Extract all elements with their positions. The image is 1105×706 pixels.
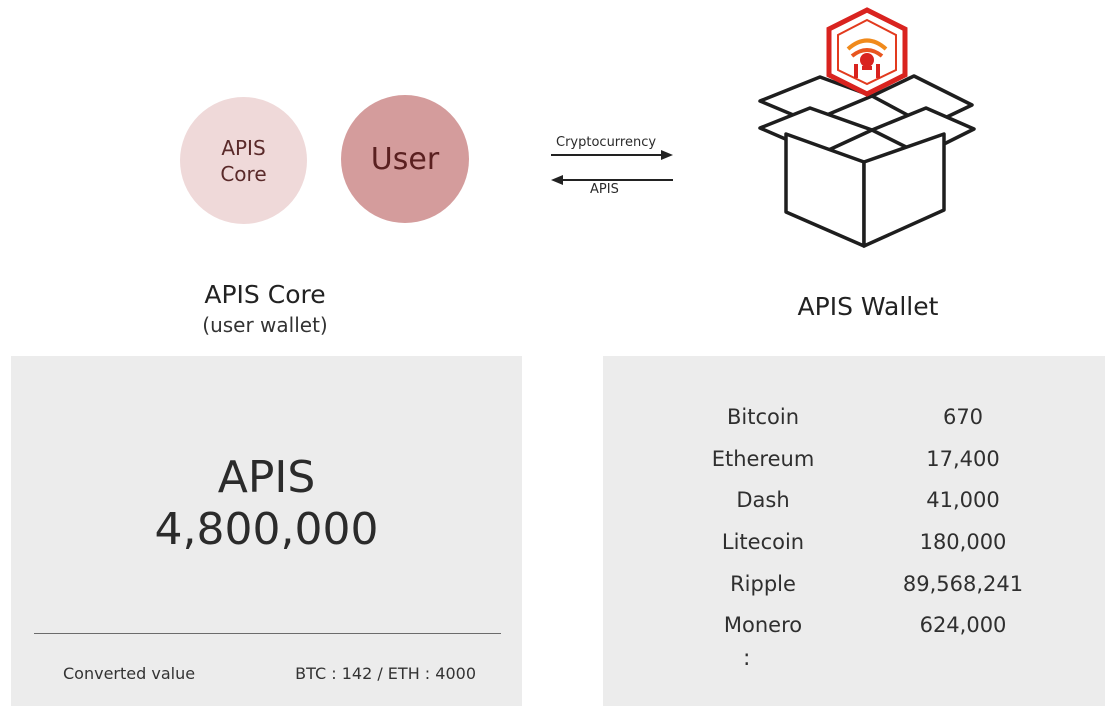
coin-amount: 89,568,241 (902, 571, 1024, 596)
list-item: Ripple 89,568,241 (663, 563, 1063, 605)
coin-name: Ripple (730, 571, 796, 596)
exchange-arrows (551, 150, 673, 185)
coin-name: Bitcoin (726, 404, 799, 429)
list-item: Dash 41,000 (663, 479, 1063, 521)
apis-eye-logo-icon (826, 7, 908, 97)
apis-core-subcaption: (user wallet) (202, 313, 328, 337)
coin-amount: 17,400 (926, 446, 1000, 471)
user-circle-label: User (370, 141, 440, 177)
apis-core-caption: APIS Core (204, 280, 326, 309)
coin-amount: 624,000 (919, 613, 1007, 638)
coin-name: Monero (723, 613, 803, 638)
more-items-indicator: : (743, 646, 751, 671)
coin-name: Ethereum (711, 446, 815, 471)
arrow-right-icon (551, 150, 673, 160)
user-circle: User (341, 95, 469, 223)
converted-value-label: Converted value (63, 664, 196, 683)
open-box-icon (758, 74, 976, 248)
apis-wallet-caption: APIS Wallet (797, 292, 939, 321)
coin-amount: 41,000 (926, 488, 1000, 513)
list-item: Bitcoin 670 (663, 396, 1063, 438)
list-item: Ethereum 17,400 (663, 438, 1063, 480)
wallet-holdings-list: Bitcoin 670 Ethereum 17,400 Dash 41,000 … (663, 396, 1063, 646)
coin-amount: 180,000 (919, 529, 1007, 554)
apis-core-panel: APIS 4,800,000 Converted value BTC : 142… (11, 356, 522, 706)
arrow-left-icon (551, 175, 673, 185)
coin-name: Dash (736, 488, 790, 513)
coin-amount: 670 (942, 404, 984, 429)
list-item: Litecoin 180,000 (663, 521, 1063, 563)
apis-wallet-panel: Bitcoin 670 Ethereum 17,400 Dash 41,000 … (603, 356, 1105, 706)
wallet-box-illustration (758, 7, 976, 248)
apis-amount: 4,800,000 (154, 504, 379, 555)
coin-name: Litecoin (721, 529, 805, 554)
apis-token-label: APIS (217, 452, 316, 503)
converted-value: BTC : 142 / ETH : 4000 (295, 664, 476, 683)
apis-arrow-label: APIS (590, 182, 619, 197)
list-item: Monero 624,000 (663, 604, 1063, 646)
apis-core-circle: APIS Core (180, 97, 307, 224)
cryptocurrency-arrow-label: Cryptocurrency (556, 135, 657, 150)
apis-core-circle-label: APIS Core (220, 135, 267, 186)
divider (34, 633, 501, 634)
